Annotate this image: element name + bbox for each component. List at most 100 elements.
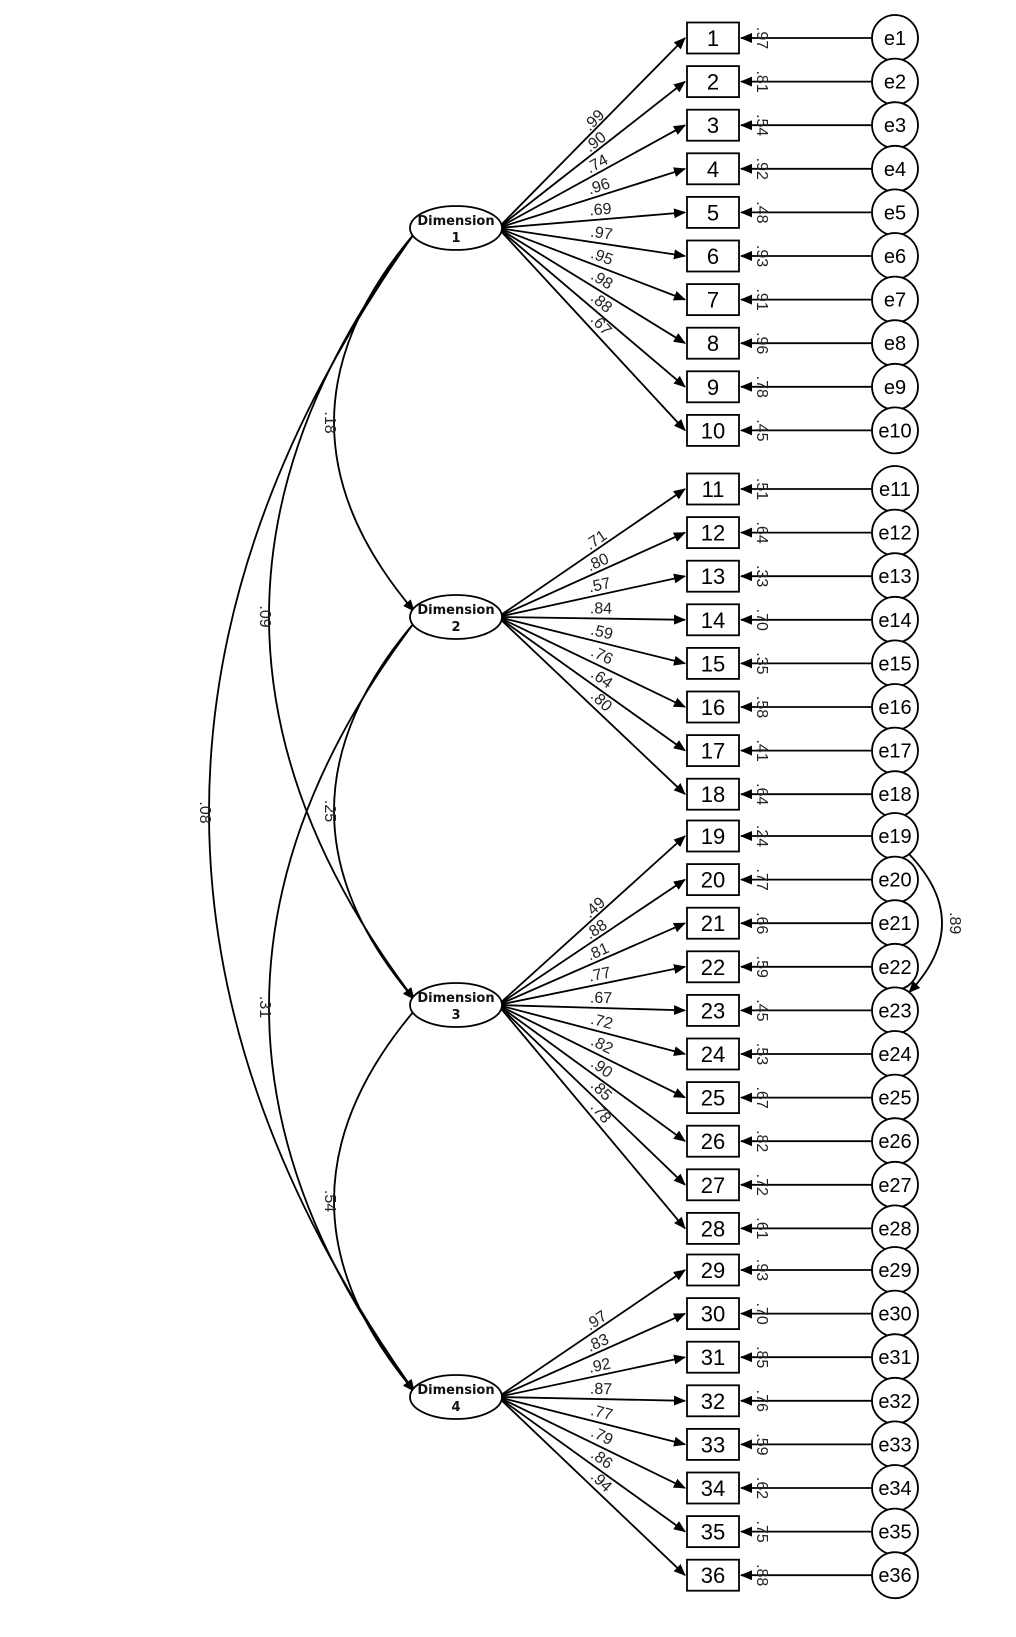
error-label-e5: e5 <box>884 202 906 224</box>
latent-ellipse-1 <box>409 205 503 251</box>
item-label-21: 21 <box>701 911 725 936</box>
item-box-22 <box>686 950 740 984</box>
item-label-5: 5 <box>707 200 719 225</box>
item-box-9 <box>686 370 740 404</box>
latent-label-2: Dimension <box>417 603 494 618</box>
r2-label-32: .76 <box>753 1390 770 1412</box>
loading-label-23: .67 <box>590 990 613 1008</box>
error-label-e18: e18 <box>878 784 911 806</box>
loading-arrow-26 <box>497 1004 686 1142</box>
r2-label-1: .97 <box>753 27 770 49</box>
error-label-e20: e20 <box>878 870 911 892</box>
loading-label-20: .88 <box>583 917 611 944</box>
item-label-3: 3 <box>707 113 719 138</box>
loading-arrow-15 <box>497 616 686 666</box>
item-label-14: 14 <box>701 608 725 633</box>
item-box-34 <box>686 1471 740 1505</box>
loading-label-31: .92 <box>587 1356 612 1377</box>
loading-arrow-23 <box>497 1004 686 1016</box>
correlation-label-3: .54 <box>321 1190 338 1212</box>
r2-label-17: .41 <box>753 739 770 761</box>
loading-label-14: .84 <box>590 600 613 617</box>
loading-arrow-4 <box>497 167 686 229</box>
loading-label-22: .77 <box>587 964 612 985</box>
loading-arrow-11 <box>497 488 686 618</box>
item-label-23: 23 <box>701 998 725 1023</box>
loading-arrow-35 <box>497 1396 686 1533</box>
loading-label-17: .64 <box>587 666 615 693</box>
loading-label-1: .99 <box>580 107 608 135</box>
item-box-14 <box>686 603 740 637</box>
item-label-9: 9 <box>707 375 719 400</box>
item-label-16: 16 <box>701 695 725 720</box>
item-box-12 <box>686 516 740 549</box>
r2-label-30: .70 <box>753 1302 770 1324</box>
item-label-8: 8 <box>707 331 719 356</box>
error-label-e1: e1 <box>884 28 906 50</box>
item-label-25: 25 <box>701 1086 725 1111</box>
correlation-arrow-6 <box>208 222 425 1392</box>
error-label-e11: e11 <box>879 479 911 501</box>
item-label-34: 34 <box>701 1476 725 1501</box>
loading-arrow-19 <box>497 835 686 1006</box>
correlation-arrow-2 <box>333 611 425 1000</box>
r2-label-8: .96 <box>753 332 770 354</box>
item-label-17: 17 <box>701 739 725 764</box>
item-box-17 <box>686 734 740 767</box>
loading-label-25: .82 <box>588 1033 616 1058</box>
loading-arrow-3 <box>497 124 686 229</box>
item-box-8 <box>686 326 740 360</box>
r2-label-25: .67 <box>753 1086 770 1108</box>
error-label-e4: e4 <box>884 159 906 181</box>
error-label-e6: e6 <box>884 246 906 268</box>
error-label-e25: e25 <box>878 1088 911 1110</box>
loading-arrow-14 <box>497 614 686 625</box>
correlation-label-2: .25 <box>321 800 338 822</box>
r2-label-34: .62 <box>753 1477 770 1499</box>
loading-label-10: .67 <box>587 311 615 339</box>
error-label-e24: e24 <box>878 1044 911 1066</box>
error-label-e21: e21 <box>878 913 911 935</box>
item-label-33: 33 <box>701 1432 725 1457</box>
item-box-21 <box>686 906 740 940</box>
item-box-7 <box>686 283 740 317</box>
item-label-26: 26 <box>701 1129 725 1154</box>
item-label-18: 18 <box>701 782 725 807</box>
loading-arrow-9 <box>497 227 686 388</box>
loading-arrow-8 <box>497 227 686 344</box>
latent-ellipse-2 <box>409 594 503 640</box>
loading-label-32: .87 <box>590 1381 613 1398</box>
item-label-27: 27 <box>701 1173 725 1198</box>
item-box-6 <box>686 239 740 273</box>
item-box-4 <box>686 152 740 186</box>
loading-label-7: .95 <box>588 245 615 269</box>
error-label-e23: e23 <box>878 1000 911 1022</box>
loading-label-36: .94 <box>587 1468 615 1496</box>
item-box-29 <box>686 1253 740 1287</box>
item-box-13 <box>686 559 740 593</box>
loading-arrow-29 <box>497 1269 686 1398</box>
error-label-e13: e13 <box>878 566 911 588</box>
loading-label-3: .74 <box>583 152 611 178</box>
loading-label-16: .76 <box>588 643 616 668</box>
error-label-e27: e27 <box>878 1175 911 1197</box>
error-label-e2: e2 <box>884 72 906 94</box>
loading-arrow-2 <box>497 80 686 229</box>
error-label-e34: e34 <box>878 1478 911 1500</box>
r2-label-2: .81 <box>753 70 770 92</box>
loading-arrow-12 <box>497 531 686 618</box>
r2-label-7: .91 <box>753 288 770 310</box>
r2-label-3: .54 <box>753 114 770 136</box>
item-label-11: 11 <box>702 477 725 502</box>
loading-arrow-18 <box>497 616 686 795</box>
r2-label-21: .66 <box>753 912 770 934</box>
item-box-36 <box>686 1558 740 1592</box>
loading-label-5: .69 <box>589 201 613 220</box>
r2-label-11: .51 <box>753 478 770 500</box>
correlation-label-1: .18 <box>321 411 338 433</box>
latent-number-4: 4 <box>451 1400 460 1415</box>
r2-label-6: .93 <box>753 245 770 267</box>
error-circle-e36 <box>871 1551 919 1600</box>
error-label-e7: e7 <box>884 290 906 312</box>
error-label-e8: e8 <box>884 333 906 355</box>
